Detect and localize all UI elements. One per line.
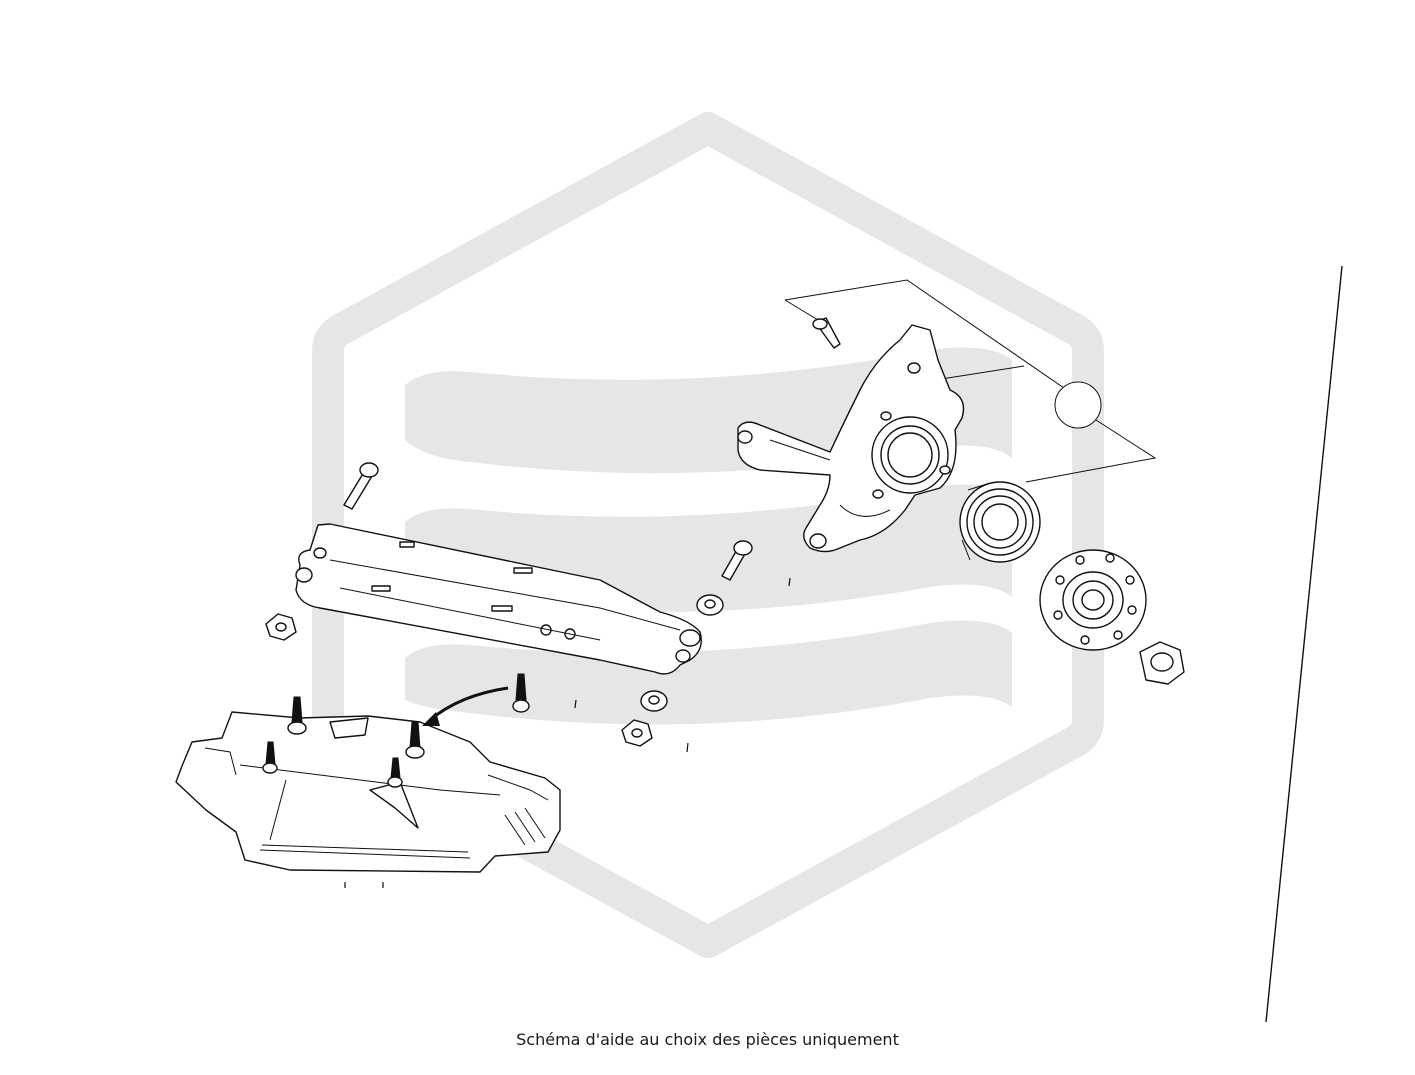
diagram-caption: Schéma d'aide au choix des pièces unique…	[516, 1030, 899, 1049]
trailing-arm	[295, 523, 702, 675]
wheel-hub	[1039, 549, 1147, 651]
frame-edge-line	[1265, 265, 1343, 1023]
small-bolt	[812, 317, 841, 349]
arrow-icon	[422, 686, 509, 726]
tick-marks	[344, 577, 791, 888]
control-module	[175, 711, 561, 873]
washer-lower	[640, 690, 668, 712]
wheel-bearing	[959, 481, 1041, 563]
leader-callout-circle	[1054, 381, 1102, 429]
module-clips	[262, 696, 425, 788]
hub-nut	[1139, 641, 1185, 685]
nut-lower	[621, 719, 653, 747]
leader-lines	[784, 279, 1157, 483]
steering-knuckle	[737, 324, 965, 553]
medium-bolt	[721, 540, 753, 581]
long-bolt	[343, 462, 379, 510]
washer-upper	[696, 594, 724, 616]
retaining-clip	[512, 673, 530, 713]
nut-left	[265, 613, 297, 641]
